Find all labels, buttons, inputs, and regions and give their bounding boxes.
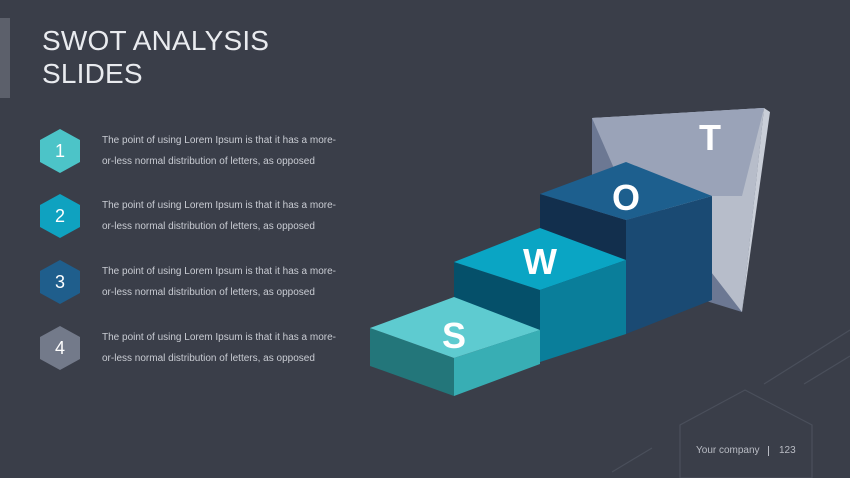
w-label: W [523, 241, 557, 282]
item-text-line-1: The point of using Lorem Ipsum is that i… [102, 332, 336, 343]
item-description: The point of using Lorem Ipsum is that i… [102, 195, 364, 237]
item-text-line-2: or-less normal distribution of letters, … [102, 221, 315, 232]
s-block: S [370, 297, 540, 396]
list-item-1: 1 The point of using Lorem Ipsum is that… [38, 128, 368, 174]
o-label: O [612, 177, 640, 218]
list-item-3: 3 The point of using Lorem Ipsum is that… [38, 259, 368, 305]
page-number: 123 [779, 445, 796, 456]
item-number: 3 [54, 272, 65, 292]
title-line-2: SLIDES [42, 58, 143, 89]
hexagon-icon [40, 129, 80, 173]
item-text-line-2: or-less normal distribution of letters, … [102, 353, 315, 364]
slide-title: SWOT ANALYSIS SLIDES [42, 24, 269, 90]
item-text-line-1: The point of using Lorem Ipsum is that i… [102, 135, 336, 146]
item-description: The point of using Lorem Ipsum is that i… [102, 261, 364, 303]
item-description: The point of using Lorem Ipsum is that i… [102, 327, 364, 369]
item-number: 4 [54, 338, 65, 358]
item-number: 1 [54, 141, 65, 161]
item-text-line-2: or-less normal distribution of letters, … [102, 287, 315, 298]
footer-company: Your company [696, 445, 760, 456]
footer-separator [768, 446, 769, 456]
title-line-1: SWOT ANALYSIS [42, 25, 270, 56]
hexagon-icon [40, 194, 80, 238]
list-item-2: 2 The point of using Lorem Ipsum is that… [38, 193, 368, 239]
s-label: S [442, 315, 466, 356]
item-text-line-1: The point of using Lorem Ipsum is that i… [102, 266, 336, 277]
hexagon-icon [40, 260, 80, 304]
item-text-line-1: The point of using Lorem Ipsum is that i… [102, 200, 336, 211]
item-text-line-2: or-less normal distribution of letters, … [102, 156, 315, 167]
t-label: T [699, 117, 721, 158]
item-description: The point of using Lorem Ipsum is that i… [102, 130, 364, 172]
title-accent-bar [0, 18, 10, 98]
hexagon-icon [40, 326, 80, 370]
item-number: 2 [54, 206, 65, 226]
list-item-4: 4 The point of using Lorem Ipsum is that… [38, 325, 368, 371]
